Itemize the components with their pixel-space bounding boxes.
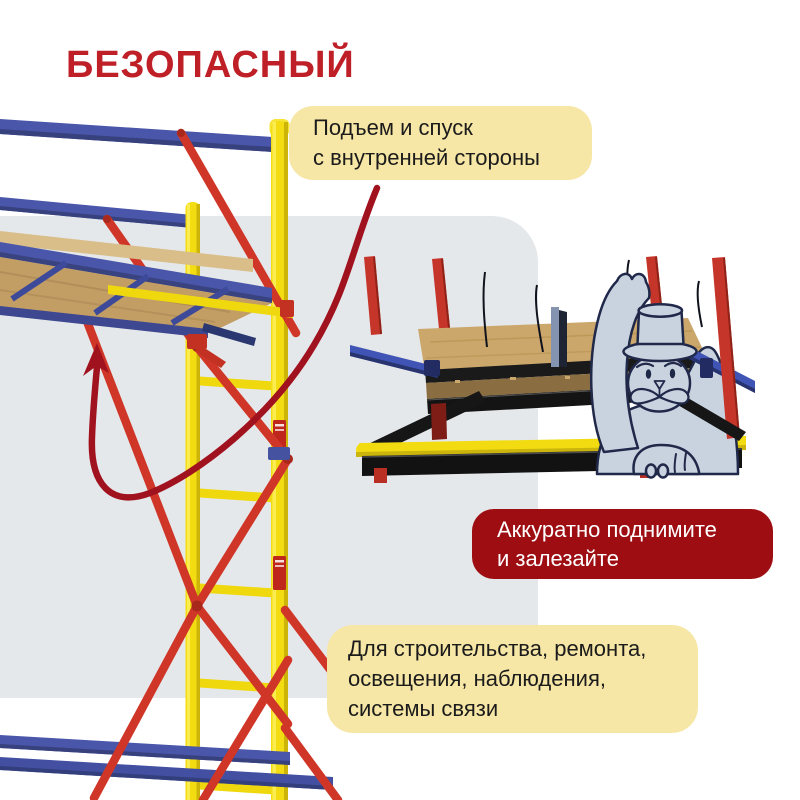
scaffold-tower-illustration bbox=[0, 119, 343, 800]
diagonal-braces bbox=[83, 128, 343, 800]
rail-clamp bbox=[268, 447, 290, 460]
cat-mustache bbox=[629, 387, 690, 405]
cat-nose bbox=[653, 380, 666, 396]
callout-line: Аккуратно поднимите bbox=[497, 517, 717, 542]
cat-toe bbox=[656, 463, 670, 479]
frame-strut-left bbox=[362, 391, 486, 458]
callout-line: и залезайте bbox=[497, 546, 619, 571]
callout-line: Подъем и спуск bbox=[313, 115, 473, 140]
cat-claw-lines bbox=[673, 452, 687, 473]
arrowhead-up-icon bbox=[83, 343, 109, 376]
curved-line bbox=[88, 184, 381, 501]
cat-eyes bbox=[645, 368, 676, 379]
red-post-front bbox=[712, 257, 740, 439]
callout-inner-climb: Подъем и спуск с внутренней стороны bbox=[289, 106, 592, 180]
top-hat-top bbox=[637, 303, 684, 318]
climb-arrow-annotation bbox=[83, 184, 381, 501]
cat-toe bbox=[644, 463, 658, 479]
cat-mascot-front bbox=[589, 272, 701, 479]
callout-line: Для строительства, ремонта, bbox=[348, 636, 647, 661]
angle-bracket bbox=[551, 307, 567, 367]
tower-platform-deck bbox=[0, 231, 294, 368]
callout-usage: Для строительства, ремонта, освещения, н… bbox=[327, 625, 698, 733]
callout-lift-carefully: Аккуратно поднимите и залезайте bbox=[472, 509, 773, 579]
cat-eyebrows bbox=[635, 361, 683, 369]
cat-raised-arm bbox=[589, 272, 651, 454]
callout-line: освещения, наблюдения, bbox=[348, 666, 606, 691]
page-title: БЕЗОПАСНЫЙ bbox=[66, 44, 355, 86]
callout-line: системы связи bbox=[348, 696, 499, 721]
callout-line: с внутренней стороны bbox=[313, 145, 540, 170]
